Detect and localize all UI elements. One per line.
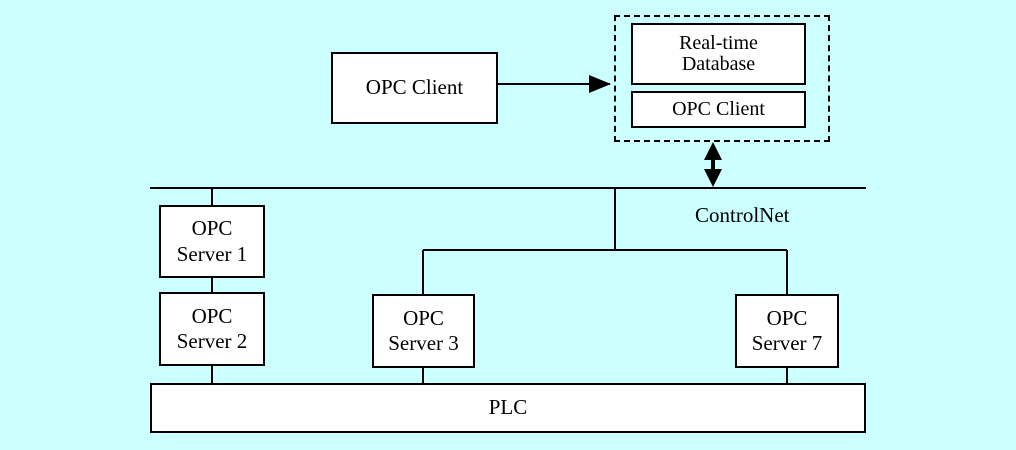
- opc-server-7-line1: OPC: [766, 305, 808, 330]
- inner-opc-client-label: OPC Client: [672, 98, 765, 120]
- opc-server-3-line1: OPC: [403, 305, 444, 330]
- realtime-database-label-line1: Real-time: [679, 32, 758, 54]
- opc-server-7-box: OPC Server 7: [735, 294, 839, 368]
- database-group: [614, 15, 830, 142]
- opc-server-1-line1: OPC: [191, 216, 233, 241]
- opc-server-7-line2: Server 7: [751, 331, 823, 355]
- bidirectional-arrow-down-head: [704, 169, 722, 187]
- opc-server-3-box: OPC Server 3: [372, 294, 475, 368]
- opc-server-2-line1: OPC: [191, 303, 233, 328]
- opc-server-1-box: OPC Server 1: [159, 205, 265, 278]
- opc-client-box: OPC Client: [331, 52, 498, 124]
- controlnet-label: ControlNet: [695, 203, 790, 227]
- opc-client-label: OPC Client: [365, 75, 464, 100]
- plc-label: PLC: [488, 395, 528, 420]
- opc-server-2-box: OPC Server 2: [159, 292, 265, 366]
- plc-box: PLC: [150, 383, 866, 433]
- realtime-database-label-line2: Database: [681, 53, 756, 75]
- opc-server-3-line2: Server 3: [388, 331, 459, 355]
- realtime-database-box: Real-time Database: [631, 23, 806, 85]
- bidirectional-arrow-up-head: [704, 142, 722, 160]
- inner-opc-client-box: OPC Client: [631, 91, 806, 128]
- opc-server-2-line2: Server 2: [176, 329, 248, 353]
- opc-server-1-line2: Server 1: [176, 241, 248, 266]
